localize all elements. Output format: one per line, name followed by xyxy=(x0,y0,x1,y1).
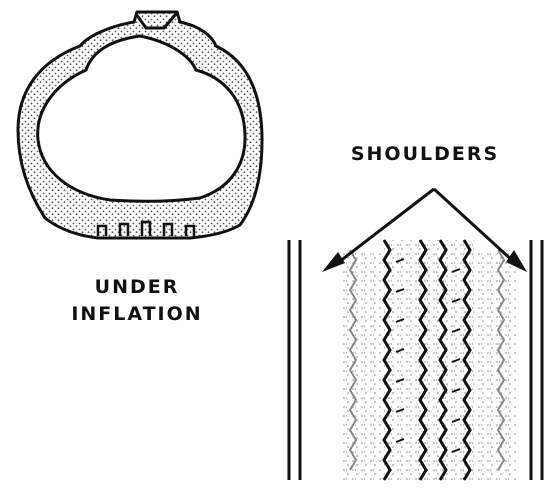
shoulders-label: SHOULDERS xyxy=(325,143,525,165)
under-inflation-label: UNDER INFLATION xyxy=(62,274,212,328)
tread-wear-band-left xyxy=(342,250,382,480)
tread-wear-band-right xyxy=(476,250,516,480)
tire-cross-section xyxy=(18,12,262,238)
tread-footprint xyxy=(289,240,542,480)
under-label-line: UNDER xyxy=(62,274,212,301)
inflation-label-line: INFLATION xyxy=(62,301,212,328)
arrow-left-head xyxy=(322,252,345,272)
tread-center-band xyxy=(384,240,474,480)
